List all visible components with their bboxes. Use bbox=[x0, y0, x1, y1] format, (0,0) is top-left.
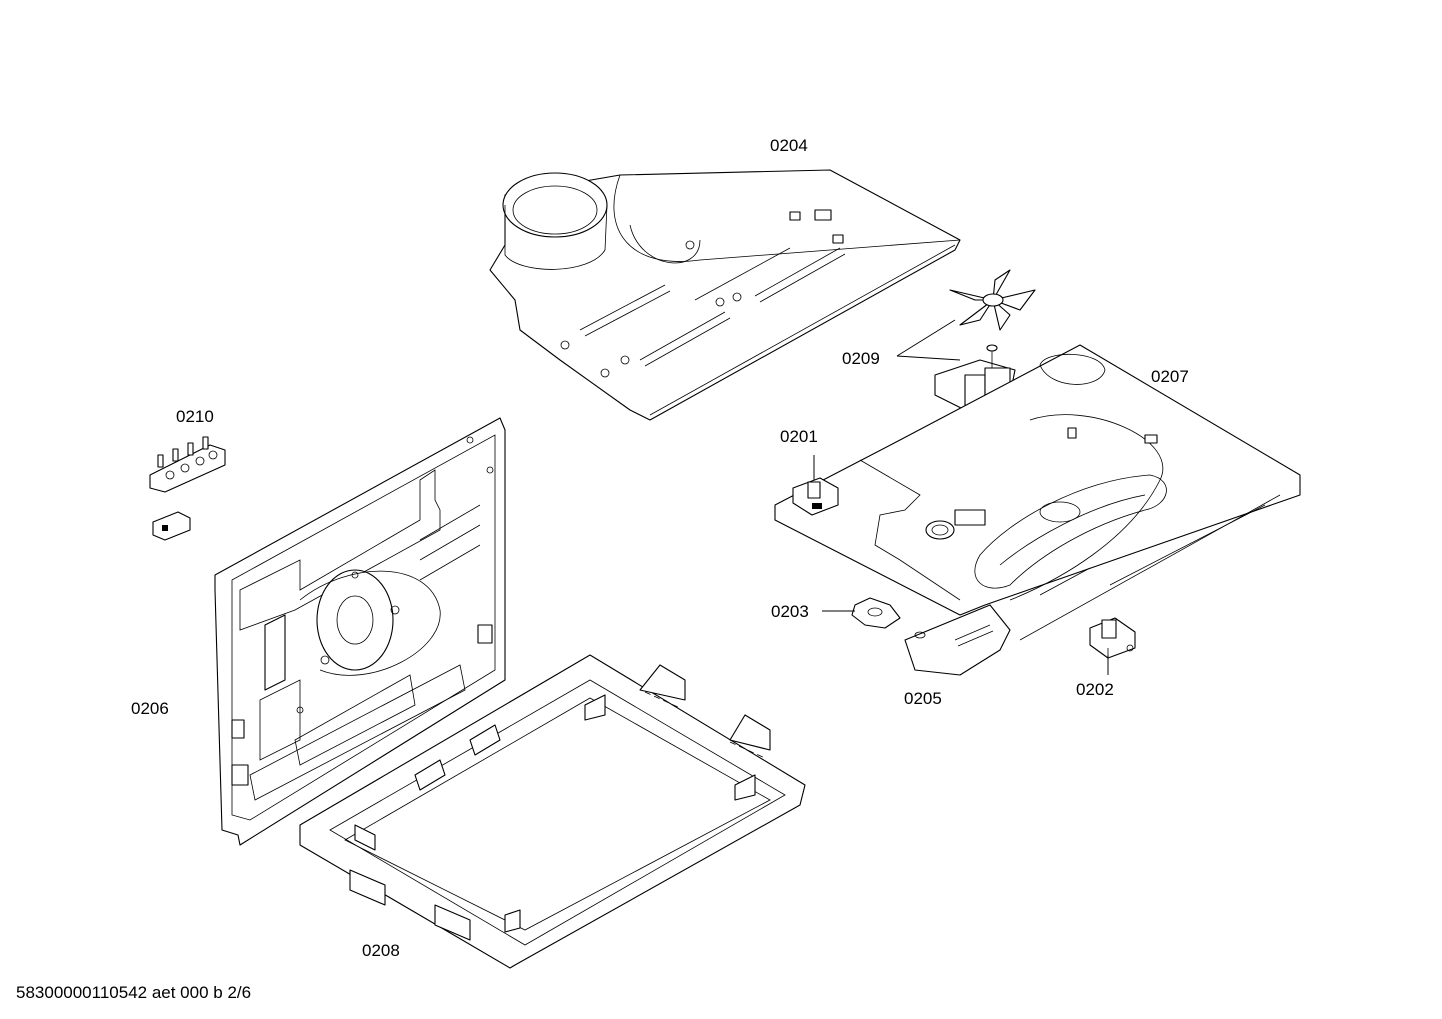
part-label-0203: 0203 bbox=[771, 602, 809, 621]
part-0202-switch bbox=[1089, 617, 1136, 675]
part-0208-bottom-tray bbox=[299, 654, 806, 969]
part-0207-base-plate bbox=[774, 344, 1301, 641]
part-0210-terminal-block bbox=[149, 436, 226, 541]
part-label-0209: 0209 bbox=[842, 349, 880, 368]
leader-lines bbox=[813, 319, 1109, 675]
part-label-0207: 0207 bbox=[1151, 367, 1189, 386]
drawing-reference: 58300000110542 aet 000 b 2/6 bbox=[16, 983, 252, 1002]
part-label-0210: 0210 bbox=[176, 407, 214, 426]
part-label-0202: 0202 bbox=[1076, 680, 1114, 699]
part-0206-back-panel bbox=[214, 417, 506, 846]
part-label-0206: 0206 bbox=[131, 699, 169, 718]
part-label-0201: 0201 bbox=[780, 427, 818, 446]
part-0204-fan-housing bbox=[489, 169, 961, 421]
part-0203-bracket bbox=[851, 597, 901, 629]
part-label-0204: 0204 bbox=[770, 136, 808, 155]
part-0201-switch bbox=[792, 455, 839, 516]
part-label-0208: 0208 bbox=[362, 941, 400, 960]
part-0205-duct bbox=[904, 604, 1011, 676]
part-label-0205: 0205 bbox=[904, 689, 942, 708]
